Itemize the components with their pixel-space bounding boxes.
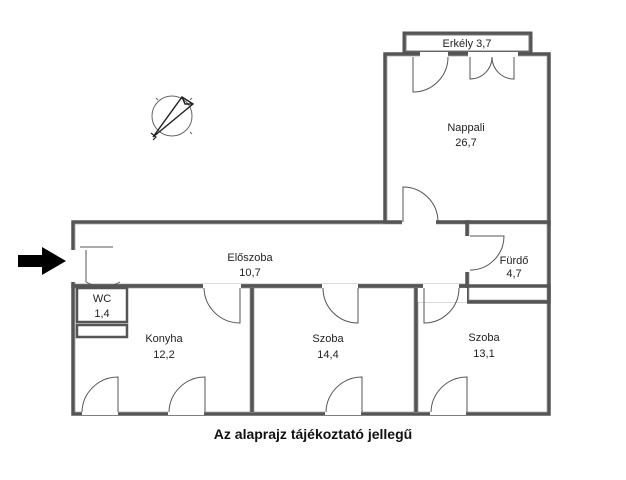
room-label-szoba-1: Szoba <box>312 333 344 345</box>
room-labels: Erkély 3,7 Nappali 26,7 Előszoba 10,7 Fü… <box>93 38 529 361</box>
room-label-furdo: Fürdő <box>500 255 529 267</box>
room-area-nappali: 26,7 <box>455 137 476 149</box>
room-area-szoba-1: 14,4 <box>317 349 338 361</box>
room-label-szoba-2: Szoba <box>468 332 500 344</box>
room-label-eloszoba: Előszoba <box>227 252 273 264</box>
north-compass-icon <box>150 95 195 141</box>
room-area-eloszoba: 10,7 <box>239 267 260 279</box>
room-area-szoba-2: 13,1 <box>473 348 494 360</box>
doors <box>80 56 515 413</box>
room-label-erkely: Erkély 3,7 <box>443 38 492 50</box>
room-label-nappali: Nappali <box>447 122 484 134</box>
room-label-wc: WC <box>93 293 111 305</box>
walls <box>71 52 551 416</box>
room-area-wc: 1,4 <box>94 308 109 320</box>
room-area-furdo: 4,7 <box>506 268 521 280</box>
room-area-konyha: 12,2 <box>153 349 174 361</box>
disclaimer-caption: Az alaprajz tájékoztató jellegű <box>213 426 413 442</box>
entrance-arrow-icon <box>18 247 66 275</box>
door-openings <box>71 52 518 415</box>
room-label-konyha: Konyha <box>145 333 183 345</box>
